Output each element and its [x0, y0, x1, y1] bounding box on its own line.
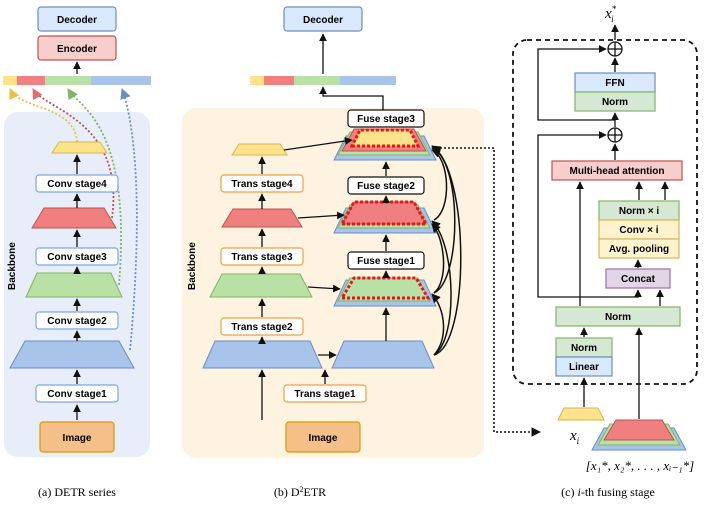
caption-c: (c) i-th fusing stage: [561, 485, 655, 499]
avg-pool-label: Avg. pooling: [609, 244, 669, 255]
fuse-stage1-box: [347, 251, 425, 270]
previous-outputs-label: [x₁*, x₂*, . . . , xᵢ₋₁*]: [586, 458, 694, 473]
decoder-label-a: Decoder: [57, 15, 97, 26]
linear-box: [555, 356, 613, 377]
encoder-box-a: [37, 35, 117, 61]
conv-stage4-label: Conv stage4: [47, 179, 107, 190]
token-strip-a: [3, 76, 151, 85]
backbone-label-b: Backbone: [187, 242, 198, 290]
image-label-b: Image: [309, 433, 338, 444]
feature-map-red-b: [221, 208, 303, 228]
trans-stage1-box: [283, 384, 367, 403]
avg-pool-box: [598, 238, 680, 259]
image-label-a: Image: [63, 433, 92, 444]
norm-mid-label: Norm: [605, 312, 631, 323]
norm-top-label: Norm: [602, 97, 628, 108]
feature-map-green-b: [209, 273, 313, 298]
norm-top-box: [574, 91, 656, 112]
trans-stage3-label: Trans stage3: [231, 252, 293, 263]
conv-stage2-box: [35, 311, 119, 330]
conv-stage2-label: Conv stage2: [47, 316, 107, 327]
fuse-stage2-box: [347, 176, 425, 195]
ffn-label: FFN: [605, 78, 624, 89]
feature-map-yellow-a: [51, 141, 108, 154]
panel-b: Backbone Decoder Trans stage4 Trans stag…: [182, 6, 541, 499]
fuse1-highlight: [339, 276, 431, 300]
conv-stage3-label: Conv stage3: [47, 252, 107, 263]
output-x-star: x*i: [604, 4, 617, 24]
conv-stage1-label: Conv stage1: [47, 389, 107, 400]
add-node-top: [607, 41, 623, 57]
fuse-stage2-label: Fuse stage2: [357, 181, 415, 192]
backbone-region-b: [182, 108, 484, 458]
conv-stage3-box: [35, 247, 119, 266]
fuse-stage3-box: [347, 109, 425, 128]
panel-a: Backbone Decoder Encoder Conv stage4 Con…: [3, 6, 151, 499]
input-token-xi: [557, 407, 605, 421]
fused-map-base-blue: [331, 340, 435, 369]
feature-map-yellow-b: [231, 143, 288, 156]
image-box-b: [285, 421, 361, 453]
fusing-stage-frame: [512, 39, 698, 385]
fuse-stage1-label: Fuse stage1: [357, 256, 415, 267]
concat-label: Concat: [621, 274, 656, 285]
norm-i-label: Norm × i: [619, 206, 660, 217]
feature-map-green-a: [25, 272, 123, 298]
feature-map-blue-a: [9, 340, 135, 369]
panel-c: x*i FFN Norm Multi-head attention Norm ×…: [512, 4, 698, 499]
fuse-stage3-label: Fuse stage3: [357, 114, 415, 125]
trans-stage1-label: Trans stage1: [294, 389, 356, 400]
conv-stage4-box: [35, 174, 119, 193]
encoder-label-a: Encoder: [57, 44, 97, 55]
caption-a: (a) DETR series: [38, 485, 116, 499]
mha-label: Multi-head attention: [570, 166, 665, 177]
fuse2-highlight: [339, 200, 429, 226]
decoder-label-b: Decoder: [303, 15, 343, 26]
link-to-panel-c: [440, 147, 541, 437]
concat-box: [605, 268, 671, 289]
trans-stage4-label: Trans stage4: [231, 179, 293, 190]
linear-label: Linear: [569, 362, 599, 373]
decoder-box-b: [283, 6, 363, 32]
conv-stage1-box: [35, 384, 119, 403]
mha-box: [551, 160, 683, 181]
input-xi-label: xi: [569, 428, 580, 446]
feature-map-blue-b: [202, 340, 323, 369]
backbone-label-a: Backbone: [7, 242, 18, 290]
norm-mid-box: [555, 306, 681, 327]
add-node-mid: [607, 127, 623, 143]
feature-map-red-a: [31, 207, 117, 229]
trans-stage2-box: [220, 317, 304, 336]
decoder-box-a: [37, 6, 117, 32]
trans-stage2-label: Trans stage2: [231, 322, 293, 333]
caption-b: (b) D2ETR: [274, 485, 326, 499]
norm-low-label: Norm: [571, 343, 597, 354]
trans-stage4-box: [220, 174, 304, 193]
conv-i-label: Conv × i: [619, 225, 658, 236]
trans-stage3-box: [220, 247, 304, 266]
image-box-a: [39, 421, 115, 453]
token-strip-b: [250, 76, 396, 85]
